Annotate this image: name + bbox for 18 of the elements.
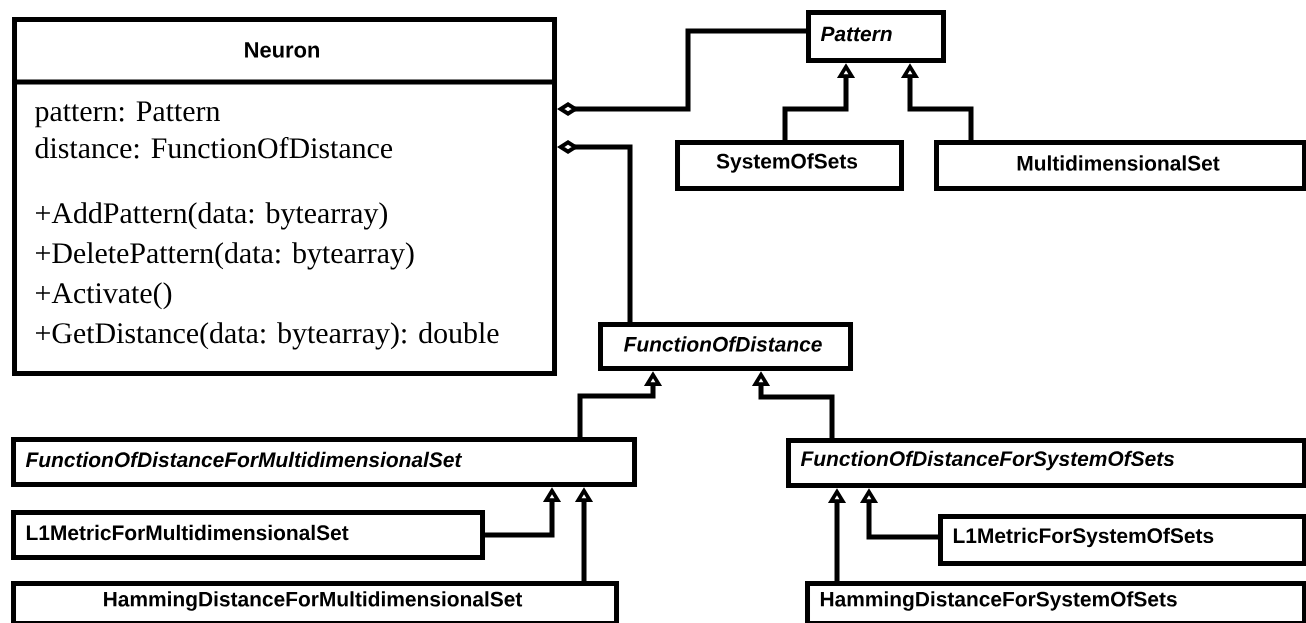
class-box: L1MetricForMultidimensionalSet bbox=[11, 510, 485, 560]
member-text: pattern: Pattern bbox=[35, 101, 220, 128]
class-name: Neuron bbox=[245, 42, 319, 58]
member-text: +GetDistance(data: bytearray): double bbox=[36, 322, 499, 350]
class-box bbox=[12, 17, 557, 376]
member-text: +AddPattern(data: bytearray) bbox=[36, 202, 387, 230]
class-box: HammingDistanceForMultidimensionalSet bbox=[11, 581, 619, 623]
class-box: FunctionOfDistance bbox=[598, 322, 853, 371]
member-text: +DeletePattern(data: bytearray) bbox=[36, 242, 414, 270]
class-box: HammingDistanceForSystemOfSets bbox=[805, 581, 1306, 623]
member-text: +Activate() bbox=[36, 282, 172, 310]
class-box: FunctionOfDistanceForSystemOfSets bbox=[786, 438, 1306, 488]
member-text: distance: FunctionOfDistance bbox=[35, 136, 393, 159]
class-box: Pattern bbox=[806, 10, 946, 63]
class-box: FunctionOfDistanceForMultidimensionalSet bbox=[11, 437, 637, 487]
class-box: SystemOfSets bbox=[675, 140, 904, 191]
class-box: MultidimensionalSet bbox=[934, 140, 1306, 191]
class-box: L1MetricForSystemOfSets bbox=[938, 514, 1306, 566]
